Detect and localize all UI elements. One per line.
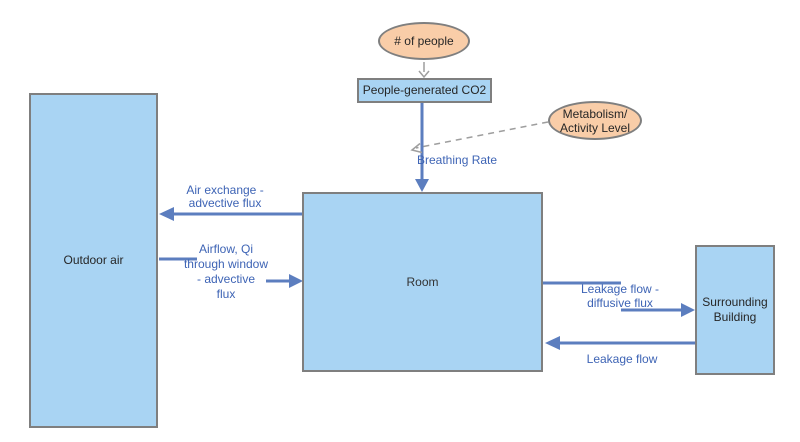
leakage-diffusive-label-line1: Leakage flow - (580, 282, 660, 296)
leakage-return-label: Leakage flow (586, 352, 658, 366)
airflow-window-label-line2: through window (183, 257, 269, 271)
room-label: Room (406, 274, 439, 289)
breathing-rate-arrow (415, 103, 429, 192)
outdoor-air-label: Outdoor air (63, 253, 124, 267)
airflow-window-label-line4: flux (216, 287, 236, 301)
leakage-return-arrow (545, 336, 695, 350)
num-people-ellipse: # of people (378, 22, 470, 60)
surrounding-building-node: Surrounding Building (695, 245, 775, 375)
leakage-diffusive-label-line2: diffusive flux (587, 296, 653, 310)
metabolism-label-line1: Metabolism/ (562, 106, 628, 121)
breathing-rate-label: Breathing Rate (417, 153, 498, 167)
metabolism-influence-dashed-arrow (410, 121, 549, 154)
airflow-window-label-line1: Airflow, Qi (198, 242, 253, 256)
surrounding-building-label-line2: Building (713, 310, 757, 324)
metabolism-label-line2: Activity Level (559, 120, 631, 135)
num-people-to-co2-arrow (418, 62, 430, 79)
people-generated-co2-label: People-generated CO2 (362, 83, 487, 97)
leakage-diffusive-label: Leakage flow - diffusive flux (572, 282, 668, 310)
surrounding-building-label-line1: Surrounding (702, 295, 768, 309)
people-generated-co2-node: People-generated CO2 (357, 78, 492, 103)
airflow-window-label-line3: - advective (196, 272, 256, 286)
room-node: Room (302, 192, 543, 372)
air-exchange-label: Air exchange - advective flux (168, 184, 282, 210)
num-people-label: # of people (394, 34, 454, 48)
metabolism-ellipse: Metabolism/ Activity Level (548, 101, 642, 140)
airflow-window-label: Airflow, Qi through window - advective f… (168, 242, 284, 302)
outdoor-air-node: Outdoor air (29, 93, 158, 428)
air-exchange-label-line2: advective flux (188, 196, 262, 210)
air-exchange-label-line1: Air exchange - (186, 183, 264, 197)
